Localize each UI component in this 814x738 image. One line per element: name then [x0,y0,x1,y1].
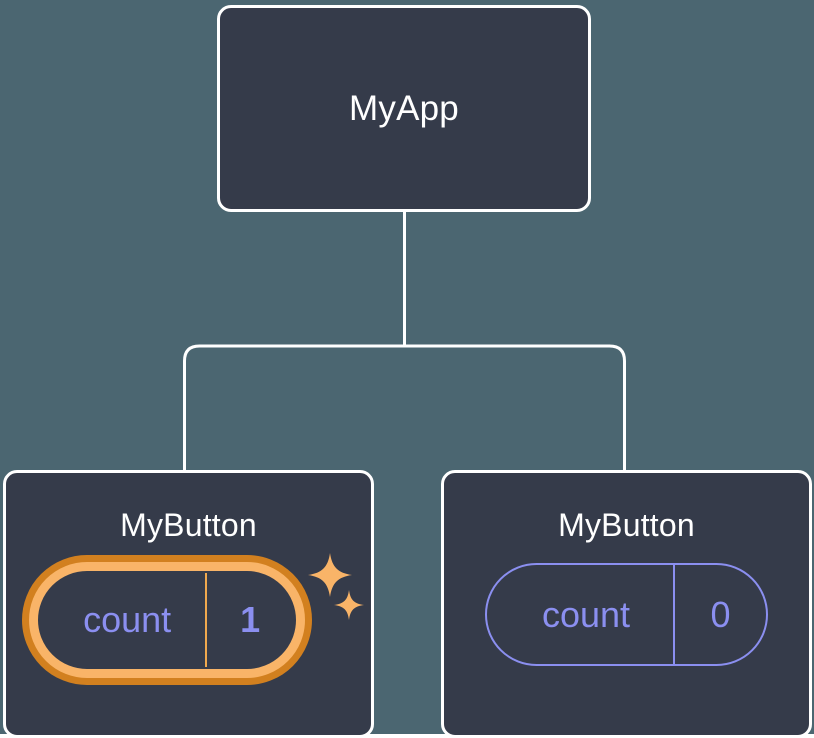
node-mybutton-right[interactable]: MyButton count 0 [441,470,812,738]
sparkle-small-icon [334,590,364,620]
edge-split-bar [183,344,626,470]
state-value: 0 [673,565,766,664]
node-mybutton-left[interactable]: MyButton count 1 [3,470,374,738]
state-pill[interactable]: count 0 [485,563,768,666]
node-title: MyButton [558,507,695,543]
state-pill-wrap[interactable]: count 0 [485,563,768,666]
node-title: MyButton [120,507,257,543]
state-key: count [541,593,631,635]
state-pill[interactable]: count 1 [40,573,294,667]
highlight-ring-outer [21,555,312,685]
state-value: 1 [204,573,294,667]
sparkle-large-icon [308,553,352,597]
node-title: MyApp [349,89,459,128]
node-myapp[interactable]: MyApp [217,5,591,212]
state-pill-highlighted[interactable]: count 1 [21,555,356,685]
highlight-ring-inner [28,562,305,678]
state-key: count [83,599,172,640]
